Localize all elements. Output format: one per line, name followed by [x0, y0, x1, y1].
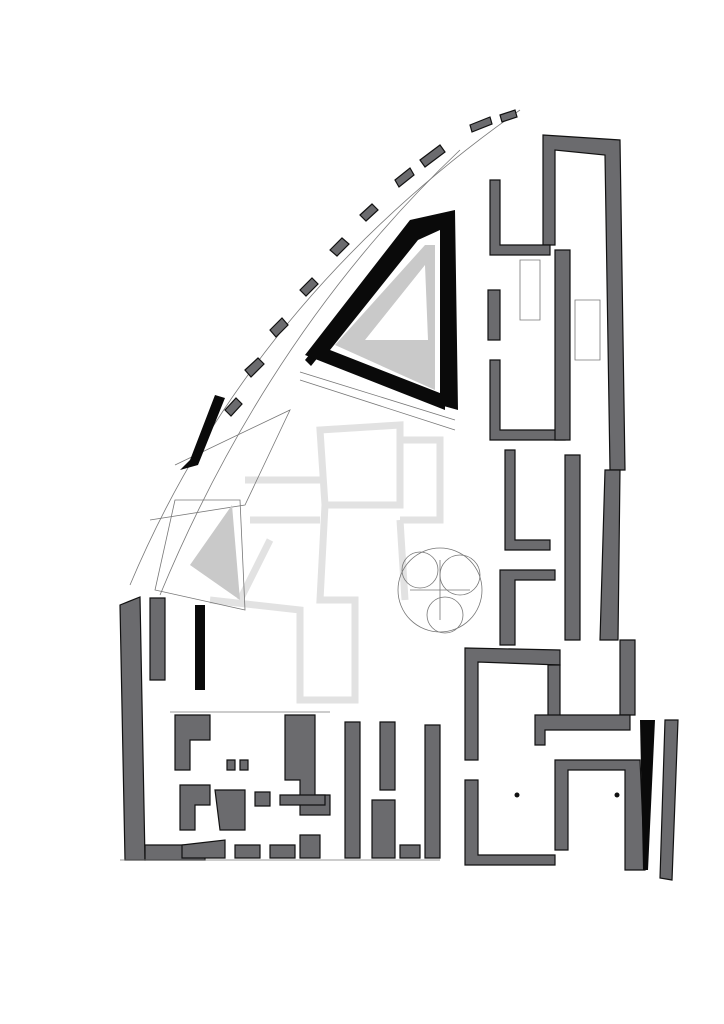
ghost-building-footprint: [209, 421, 444, 704]
east-wing: [487, 134, 626, 646]
south-east-block: [464, 639, 679, 881]
courtyard-tree: [397, 547, 483, 634]
courtyard-pavilion: [299, 210, 458, 431]
south-wing: [119, 596, 441, 861]
